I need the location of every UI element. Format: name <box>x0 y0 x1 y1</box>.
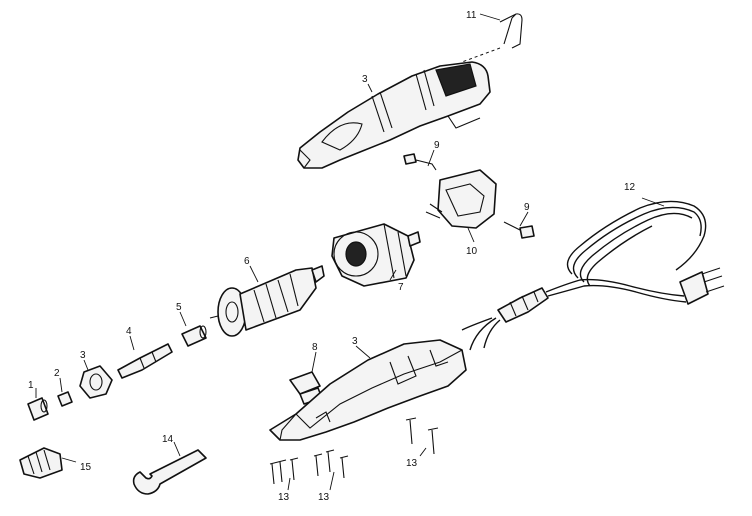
callout-12: 12 <box>624 182 636 193</box>
part-9-brush-top <box>403 153 437 171</box>
part-10-brush-holder <box>425 169 497 229</box>
part-3-collet-nut <box>79 365 113 399</box>
callout-15: 15 <box>80 462 92 473</box>
callout-3-nut: 3 <box>80 350 86 361</box>
callout-5: 5 <box>176 302 182 313</box>
callout-2: 2 <box>54 368 60 379</box>
callout-10: 10 <box>466 246 478 257</box>
callout-3-housing: 3 <box>362 74 368 85</box>
callout-labels: 1 2 3 4 5 6 7 3 3 8 9 9 10 11 12 13 13 1… <box>28 10 636 503</box>
part-12-cord-and-plug <box>461 197 725 351</box>
part-3-upper-housing <box>297 61 491 169</box>
callout-6: 6 <box>244 256 250 267</box>
part-3-lower-housing <box>269 339 467 441</box>
leader-lines <box>35 13 529 491</box>
callout-13-right: 13 <box>406 458 418 469</box>
callout-7: 7 <box>398 282 404 293</box>
part-6-armature <box>209 265 325 337</box>
part-5-bearing <box>181 325 207 347</box>
part-11-clip <box>461 13 523 63</box>
callout-1: 1 <box>28 380 34 391</box>
part-9-brush-right <box>503 221 535 239</box>
part-13-screw-group-left <box>269 457 299 485</box>
part-2-collet <box>57 391 73 407</box>
part-1-cap <box>27 397 49 421</box>
part-13-screw-group-right <box>405 417 439 455</box>
part-7-field <box>331 223 421 287</box>
callout-3-lower: 3 <box>352 336 358 347</box>
callout-11: 11 <box>466 10 477 21</box>
callout-13-left: 13 <box>278 492 290 503</box>
part-4-shaft <box>117 343 173 379</box>
callout-4: 4 <box>126 326 132 337</box>
callout-14: 14 <box>162 434 174 445</box>
callout-9-top: 9 <box>434 140 440 151</box>
callout-9-right: 9 <box>524 202 530 213</box>
callout-13-mid: 13 <box>318 492 330 503</box>
part-14-wrench <box>132 449 207 495</box>
part-13-screw-group-mid <box>313 449 349 479</box>
part-15-chuck <box>19 447 63 479</box>
callout-8: 8 <box>312 342 318 353</box>
